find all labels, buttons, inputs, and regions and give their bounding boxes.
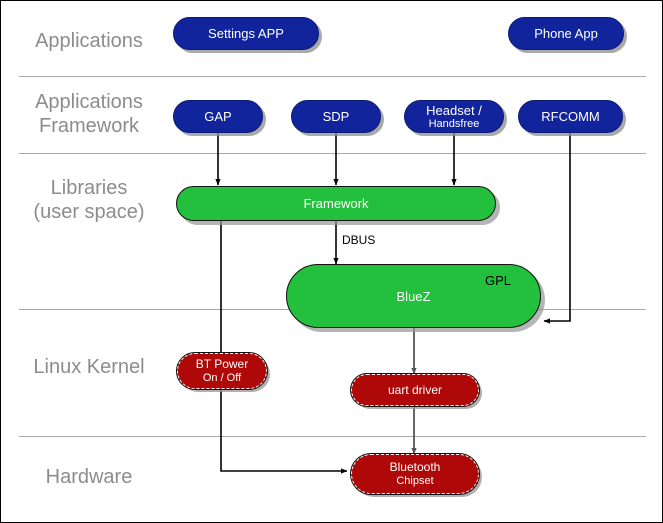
node-phone-app[interactable]: Phone App	[508, 17, 624, 50]
divider-applications-framework	[19, 153, 646, 154]
layer-label-hardware: Hardware	[45, 466, 133, 488]
node-uart-driver[interactable]: uart driver	[350, 373, 480, 407]
node-bluetooth-chipset-label-2: Chipset	[396, 475, 434, 487]
divider-applications	[19, 76, 646, 77]
node-bt-power-label-2: On / Off	[202, 372, 242, 384]
node-framework-label: Framework	[303, 196, 369, 211]
node-uart-driver-label: uart driver	[387, 383, 443, 397]
node-gap[interactable]: GAP	[173, 100, 263, 133]
node-rfcomm-label: RFCOMM	[541, 109, 600, 124]
divider-linux-kernel	[19, 436, 646, 437]
node-phone-app-label: Phone App	[534, 26, 598, 41]
layer-label-libraries: Libraries (user space)	[33, 177, 145, 223]
layer-label-linux-kernel: Linux Kernel	[33, 356, 145, 378]
node-gap-label: GAP	[204, 109, 232, 124]
node-framework[interactable]: Framework	[176, 186, 496, 221]
node-bluez[interactable]: BlueZ	[286, 264, 541, 328]
node-headset-handsfree-label-1: Headset /	[426, 103, 482, 118]
node-headset-handsfree-label-2: Handsfree	[428, 118, 480, 130]
node-settings-app-label: Settings APP	[208, 26, 284, 41]
layer-label-applications: Applications	[35, 30, 143, 52]
node-bt-power[interactable]: BT Power On / Off	[176, 352, 268, 390]
layer-label-applications-framework: Applications Framework	[35, 91, 143, 137]
node-bluetooth-chipset-label-1: Bluetooth	[389, 460, 441, 474]
node-headset-handsfree[interactable]: Headset / Handsfree	[404, 100, 504, 133]
node-bluetooth-chipset[interactable]: Bluetooth Chipset	[350, 453, 480, 495]
node-settings-app[interactable]: Settings APP	[173, 17, 319, 50]
node-bluez-label: BlueZ	[396, 288, 431, 304]
node-sdp[interactable]: SDP	[291, 100, 381, 133]
node-sdp-label: SDP	[322, 109, 350, 124]
gpl-annotation: GPL	[485, 273, 512, 288]
node-rfcomm[interactable]: RFCOMM	[518, 100, 623, 133]
dbus-edge-label: DBUS	[342, 233, 376, 247]
node-bt-power-label-1: BT Power	[195, 357, 249, 371]
